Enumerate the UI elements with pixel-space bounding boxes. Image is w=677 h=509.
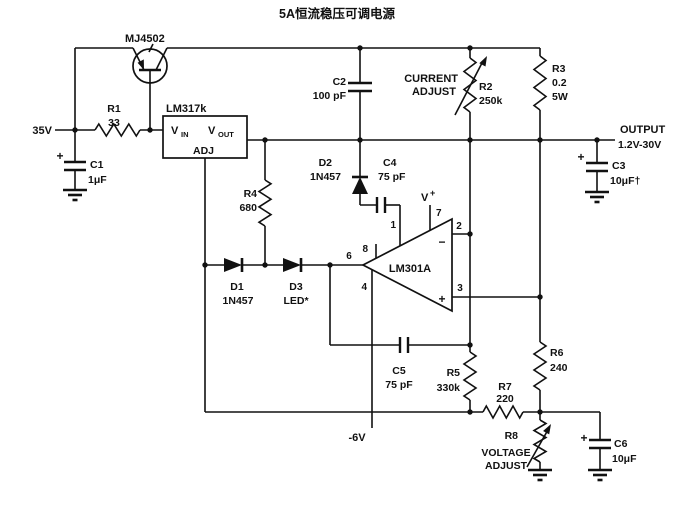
c1-name: C1 xyxy=(90,159,104,171)
r4-value: 680 xyxy=(239,202,257,214)
schematic-title: 5A恒流稳压可调电源 xyxy=(279,6,395,21)
opamp-vplus: V xyxy=(421,192,429,204)
regulator-lm317 xyxy=(162,115,248,159)
c3-value: 10μF† xyxy=(610,175,641,187)
emitter-arrow-icon xyxy=(137,59,144,70)
regulator-label: LM317k xyxy=(166,103,207,115)
output-range: 1.2V-30V xyxy=(618,139,661,151)
circuit-wires xyxy=(55,47,615,470)
wiper-arrow-icon xyxy=(479,56,487,67)
neg-supply-label: -6V xyxy=(348,432,366,444)
c6-value: 10μF xyxy=(612,453,637,465)
regulator-pin-vout: V xyxy=(208,125,216,137)
opamp-pin-3: 3 xyxy=(457,283,463,294)
current-adjust-label-1: CURRENT xyxy=(404,73,458,85)
r4-name: R4 xyxy=(244,188,258,200)
opamp-pin-7: 7 xyxy=(436,208,442,219)
r1-name: R1 xyxy=(107,103,121,115)
r1-value: 33 xyxy=(108,117,120,129)
output-label: OUTPUT xyxy=(620,124,666,136)
opamp-pin-1: 1 xyxy=(390,220,396,231)
opamp-pin-4: 4 xyxy=(361,282,367,293)
c6-name: C6 xyxy=(614,438,628,450)
opamp-label: LM301A xyxy=(389,263,431,275)
opamp-inverting-sign: − xyxy=(438,235,445,249)
d1-value: 1N457 xyxy=(223,295,254,307)
transistor-mj4502 xyxy=(132,43,168,84)
capacitor-c6 xyxy=(589,438,611,450)
d3-name: D3 xyxy=(289,281,303,293)
c4-name: C4 xyxy=(383,157,397,169)
r7-value: 220 xyxy=(496,393,514,405)
r5-value: 330k xyxy=(437,382,461,394)
regulator-pin-vin-sub: IN xyxy=(181,130,189,139)
c5-value: 75 pF xyxy=(385,379,413,391)
r7-name: R7 xyxy=(498,381,512,393)
r3-power: 5W xyxy=(552,91,568,103)
capacitor-c5 xyxy=(398,337,410,353)
c1-value: 1μF xyxy=(88,174,107,186)
diode-d3 xyxy=(283,258,303,272)
diode-d2 xyxy=(352,175,368,194)
d1-name: D1 xyxy=(230,281,244,293)
resistor-r5 xyxy=(462,351,478,401)
c3-polarity: + xyxy=(577,150,584,164)
opamp-vplus-sup: + xyxy=(430,188,435,198)
ground-symbol-r8 xyxy=(528,468,552,482)
resistor-r1 xyxy=(94,122,141,138)
resistor-r3 xyxy=(532,55,548,111)
diode-d1 xyxy=(224,258,244,272)
ground-symbol-c3 xyxy=(585,190,609,204)
capacitor-c4 xyxy=(375,197,387,213)
d2-value: 1N457 xyxy=(310,171,341,183)
voltage-adjust-label-2: ADJUST xyxy=(485,460,528,472)
voltage-adjust-label-1: VOLTAGE xyxy=(481,447,530,459)
r8-name: R8 xyxy=(505,430,519,442)
opamp-lm301a xyxy=(361,217,453,313)
c5-name: C5 xyxy=(392,365,406,377)
regulator-pin-adj: ADJ xyxy=(193,145,214,157)
wiper-arrow-icon xyxy=(543,424,551,435)
r5-name: R5 xyxy=(447,367,461,379)
regulator-pin-vin: V xyxy=(171,125,179,137)
potentiometer-r8 xyxy=(526,419,551,468)
current-adjust-label-2: ADJUST xyxy=(412,86,456,98)
ground-symbol-c6 xyxy=(588,468,612,482)
r2-value: 250k xyxy=(479,95,503,107)
r3-name: R3 xyxy=(552,63,566,75)
ground-symbol-c1 xyxy=(63,188,87,202)
opamp-pin-6: 6 xyxy=(346,251,352,262)
resistor-r6 xyxy=(532,341,548,391)
capacitor-c1 xyxy=(64,160,86,172)
c6-polarity: + xyxy=(580,431,587,445)
resistor-r7 xyxy=(482,404,524,420)
c1-polarity: + xyxy=(56,149,63,163)
opamp-pin-2: 2 xyxy=(456,221,462,232)
regulator-pin-vout-sub: OUT xyxy=(218,130,234,139)
d3-value: LED* xyxy=(283,295,309,307)
input-voltage-label: 35V xyxy=(32,125,52,137)
c3-name: C3 xyxy=(612,160,626,172)
r6-value: 240 xyxy=(550,362,568,374)
junction-dots xyxy=(72,45,600,415)
resistor-r4 xyxy=(257,179,273,227)
transistor-label: MJ4502 xyxy=(125,33,165,45)
capacitor-c2 xyxy=(348,81,372,93)
potentiometer-r2 xyxy=(454,56,487,116)
opamp-pin-8: 8 xyxy=(362,244,368,255)
opamp-noninverting-sign: + xyxy=(438,292,445,306)
c4-value: 75 pF xyxy=(378,171,406,183)
c2-name: C2 xyxy=(333,76,347,88)
r6-name: R6 xyxy=(550,347,564,359)
d2-name: D2 xyxy=(319,157,333,169)
r2-name: R2 xyxy=(479,81,493,93)
capacitor-c3 xyxy=(586,161,608,173)
c2-value: 100 pF xyxy=(313,90,347,102)
r3-value: 0.2 xyxy=(552,77,567,89)
